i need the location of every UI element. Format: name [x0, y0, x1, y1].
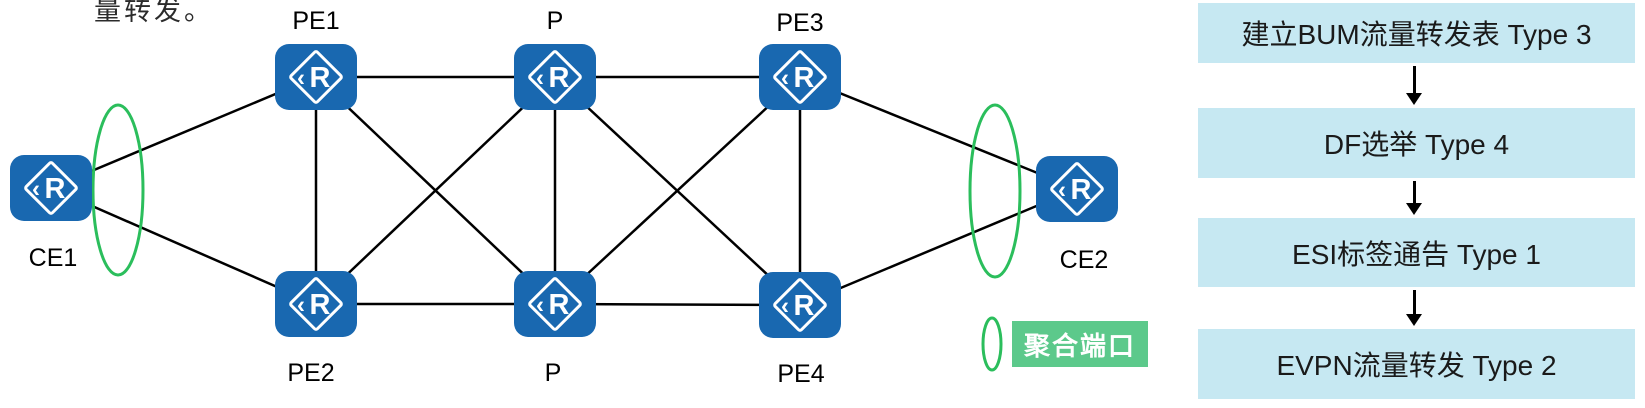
- router-body: [1036, 156, 1118, 222]
- router-chevron-glyph: ‹: [297, 65, 305, 92]
- router-chevron-glyph: ‹: [781, 65, 789, 92]
- arrow-head: [1406, 93, 1422, 105]
- arrow-head: [1406, 203, 1422, 215]
- evpn-route-flowchart: 建立BUM流量转发表 Type 3 DF选举 Type 4 ESI标签通告 Ty…: [1198, 0, 1635, 408]
- router-letter-glyph: R: [549, 62, 570, 94]
- router-body: [275, 271, 357, 337]
- flow-step-bum-table-label: 建立BUM流量转发表 Type 3: [1241, 19, 1592, 50]
- clipped-paragraph-text: 量转发。: [94, 0, 214, 26]
- router-icon-p1: ‹R: [514, 44, 596, 110]
- flow-step-esi-label-label: ESI标签通告 Type 1: [1292, 238, 1541, 270]
- flow-step-df-election-label: DF选举 Type 4: [1323, 129, 1510, 160]
- router-chevron-glyph: ‹: [1058, 177, 1066, 204]
- router-icon-pe2: ‹R: [275, 271, 357, 337]
- router-chevron-glyph: ‹: [781, 293, 789, 320]
- router-diamond: [773, 50, 827, 104]
- router-letter-glyph: R: [1071, 174, 1092, 206]
- flow-step-df-election: DF选举 Type 4: [1198, 108, 1635, 178]
- router-diamond: [289, 50, 343, 104]
- aggregation-port-legend-label: 聚合端口: [1012, 321, 1148, 367]
- router-icon-pe1: ‹R: [275, 44, 357, 110]
- down-arrow-icon: [1406, 290, 1423, 326]
- topology-link-p1-pe2: [315, 76, 556, 305]
- arrow-head: [1406, 314, 1422, 326]
- flow-step-bum-table: 建立BUM流量转发表 Type 3: [1198, 3, 1635, 63]
- arrow-stem: [1413, 66, 1416, 96]
- router-icon-pe3: ‹R: [759, 44, 841, 110]
- router-chevron-glyph: ‹: [536, 292, 544, 319]
- router-letter-glyph: R: [45, 173, 66, 205]
- router-body: [759, 44, 841, 110]
- node-label-ce1: CE1: [29, 244, 78, 272]
- node-label-pe3: PE3: [776, 9, 823, 37]
- router-diamond: [24, 161, 78, 215]
- router-icon-ce2: ‹R: [1036, 156, 1118, 222]
- router-diamond: [528, 50, 582, 104]
- router-chevron-glyph: ‹: [32, 176, 40, 203]
- router-diamond: [528, 277, 582, 331]
- arrow-stem: [1413, 181, 1416, 206]
- flow-step-evpn-forwarding-label: EVPN流量转发 Type 2: [1276, 350, 1557, 381]
- router-body: [10, 155, 92, 221]
- node-label-pe1: PE1: [292, 7, 339, 35]
- node-label-ce2: CE2: [1060, 246, 1109, 274]
- router-diamond: [773, 278, 827, 332]
- router-body: [759, 272, 841, 338]
- router-body: [514, 44, 596, 110]
- router-chevron-glyph: ‹: [536, 65, 544, 92]
- router-body: [275, 44, 357, 110]
- router-letter-glyph: R: [549, 289, 570, 321]
- router-letter-glyph: R: [794, 62, 815, 94]
- router-icon-p2: ‹R: [514, 271, 596, 337]
- ce1-lag-aggregation-ellipse-icon: [91, 103, 145, 277]
- router-diamond: [1050, 162, 1104, 216]
- topology-link-pe4-ce2: [799, 187, 1078, 307]
- router-diamond: [289, 277, 343, 331]
- router-icon-pe4: ‹R: [759, 272, 841, 338]
- down-arrow-icon: [1406, 181, 1423, 215]
- router-letter-glyph: R: [310, 289, 331, 321]
- node-label-p1: P: [547, 7, 564, 35]
- topology-link-pe3-p2: [554, 76, 801, 305]
- router-letter-glyph: R: [310, 62, 331, 94]
- flow-step-evpn-forwarding: EVPN流量转发 Type 2: [1198, 329, 1635, 399]
- node-label-p2: P: [545, 359, 562, 387]
- node-label-pe2: PE2: [287, 359, 334, 387]
- down-arrow-icon: [1406, 66, 1423, 105]
- router-body: [514, 271, 596, 337]
- router-icon-ce1: ‹R: [10, 155, 92, 221]
- router-chevron-glyph: ‹: [297, 292, 305, 319]
- node-label-pe4: PE4: [777, 360, 824, 388]
- router-letter-glyph: R: [794, 290, 815, 322]
- legend-aggregation-ellipse-icon: [981, 316, 1003, 372]
- arrow-stem: [1413, 290, 1416, 317]
- flow-step-esi-label: ESI标签通告 Type 1: [1198, 218, 1635, 287]
- topology-link-pe3-ce2: [799, 75, 1078, 191]
- ce2-lag-aggregation-ellipse-icon: [968, 103, 1022, 279]
- topology-link-ce1-pe2: [50, 186, 317, 306]
